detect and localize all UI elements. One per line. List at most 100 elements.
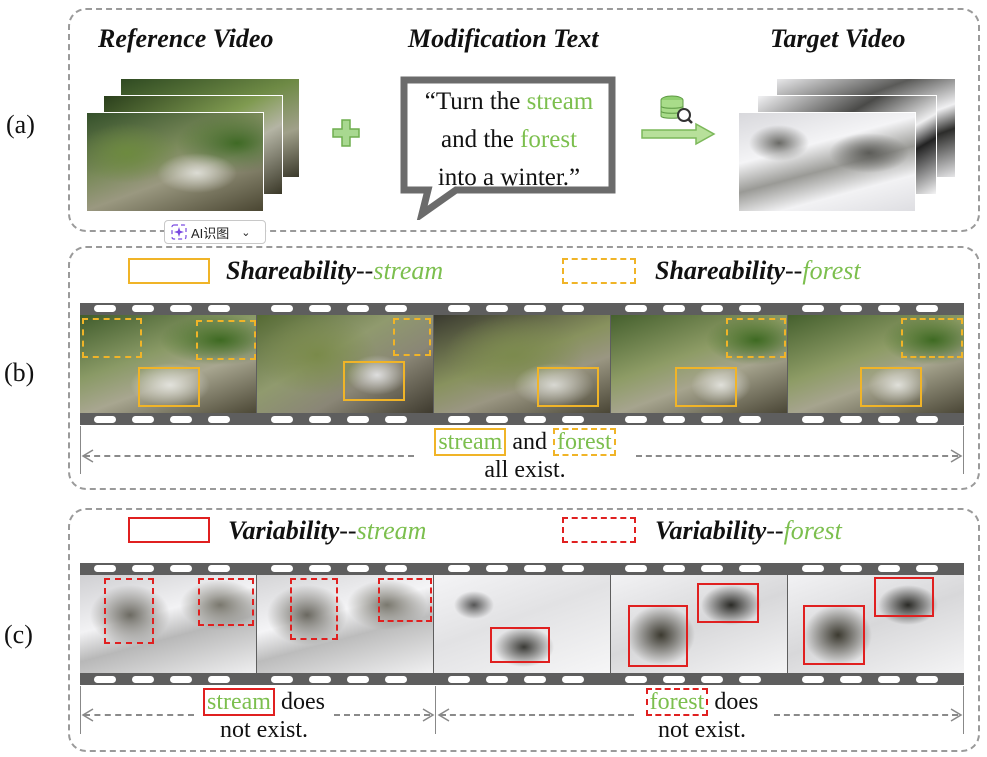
film-hole	[878, 565, 900, 572]
legend-variability-forest: Variability--forest	[655, 516, 842, 546]
legend-box-solid-yellow	[128, 258, 210, 284]
stream-bbox-red	[490, 627, 550, 663]
film-hole	[132, 676, 154, 683]
film-hole	[663, 416, 685, 423]
speech-bubble	[400, 76, 616, 220]
film-hole	[385, 416, 407, 423]
film-hole	[94, 416, 116, 423]
stream-bbox-red	[697, 583, 759, 623]
film-hole	[739, 565, 761, 572]
caption-stream-word-red: stream	[203, 688, 275, 716]
film-hole	[271, 676, 293, 683]
film-hole	[802, 676, 824, 683]
film-hole	[625, 305, 647, 312]
database-search-icon	[660, 95, 693, 124]
film-hole	[663, 565, 685, 572]
film-hole	[524, 676, 546, 683]
forest-bbox-red-dashed	[198, 578, 254, 626]
film-hole	[524, 416, 546, 423]
label-a: (a)	[6, 110, 35, 139]
film-hole	[208, 416, 230, 423]
stream-bbox-red	[803, 605, 865, 665]
film-hole	[486, 305, 508, 312]
legend-box-dashdot-yellow	[562, 258, 636, 284]
film-hole	[132, 305, 154, 312]
legend3-prefix: Variability	[228, 516, 340, 545]
film-hole	[878, 305, 900, 312]
film-hole	[271, 416, 293, 423]
panel-c	[68, 508, 980, 752]
legend1-prefix: Shareability	[226, 256, 357, 285]
forest-bbox-dashed	[393, 318, 431, 356]
ai-sparkle-icon	[171, 224, 187, 240]
modification-text-title: Modification Text	[408, 24, 599, 53]
text-word-stream: stream	[526, 88, 594, 115]
modification-text: “Turn the stream and the forest into a w…	[404, 83, 614, 197]
film-hole	[802, 565, 824, 572]
film-hole	[347, 565, 369, 572]
ai-recognize-button[interactable]: AI识图 ⌄	[164, 220, 266, 244]
film-hole	[309, 676, 331, 683]
legend2-sep: --	[785, 256, 803, 285]
film-hole	[385, 676, 407, 683]
caption-and: and	[512, 429, 547, 455]
legend2-word: forest	[802, 256, 861, 285]
film-hole	[347, 416, 369, 423]
film-hole	[916, 676, 938, 683]
film-hole	[562, 565, 584, 572]
caption-right-not-exist: not exist.	[658, 717, 746, 743]
legend-shareability-forest: Shareability--forest	[655, 256, 861, 286]
film-hole	[701, 676, 723, 683]
ai-button-label: AI识图	[191, 225, 230, 241]
film-hole	[94, 676, 116, 683]
film-hole	[309, 416, 331, 423]
film-hole	[701, 305, 723, 312]
film-hole	[208, 676, 230, 683]
right-arrow-icon	[641, 122, 716, 146]
film-frame	[80, 315, 256, 413]
film-hole	[562, 305, 584, 312]
film-hole	[170, 416, 192, 423]
text-part2: and the	[440, 126, 521, 153]
stream-bbox	[537, 367, 599, 407]
text-part3: into a winter.”	[437, 164, 581, 191]
legend4-word: forest	[783, 516, 842, 545]
plus-icon	[332, 119, 360, 147]
reference-video-title: Reference Video	[98, 24, 274, 53]
caption-left-does: does	[274, 689, 325, 715]
film-hole	[916, 416, 938, 423]
film-frame	[257, 575, 433, 673]
film-hole	[486, 565, 508, 572]
film-hole	[625, 416, 647, 423]
film-hole	[385, 565, 407, 572]
film-hole	[802, 305, 824, 312]
film-hole	[524, 305, 546, 312]
label-b: (b)	[4, 358, 35, 387]
stream-bbox-red	[874, 577, 934, 617]
film-hole	[448, 416, 470, 423]
film-hole	[739, 676, 761, 683]
stream-bbox	[138, 367, 200, 407]
film-hole	[625, 676, 647, 683]
forest-bbox-dashed	[901, 318, 963, 358]
text-part1: “Turn the	[424, 88, 527, 115]
film-hole	[840, 416, 862, 423]
legend1-sep: --	[356, 256, 374, 285]
stream-bbox-red	[628, 605, 688, 667]
film-hole	[347, 676, 369, 683]
film-hole	[94, 565, 116, 572]
film-hole	[448, 305, 470, 312]
film-hole	[448, 565, 470, 572]
caption-right-does: does	[708, 689, 759, 715]
film-hole	[916, 565, 938, 572]
film-hole	[347, 305, 369, 312]
film-hole	[878, 676, 900, 683]
caption-all-exist: all exist.	[484, 457, 566, 483]
film-hole	[271, 565, 293, 572]
film-hole	[448, 676, 470, 683]
film-hole	[170, 565, 192, 572]
film-hole	[208, 305, 230, 312]
legend4-sep: --	[766, 516, 784, 545]
target-video-title: Target Video	[770, 24, 906, 53]
caption-left-not-exist: not exist.	[220, 717, 308, 743]
